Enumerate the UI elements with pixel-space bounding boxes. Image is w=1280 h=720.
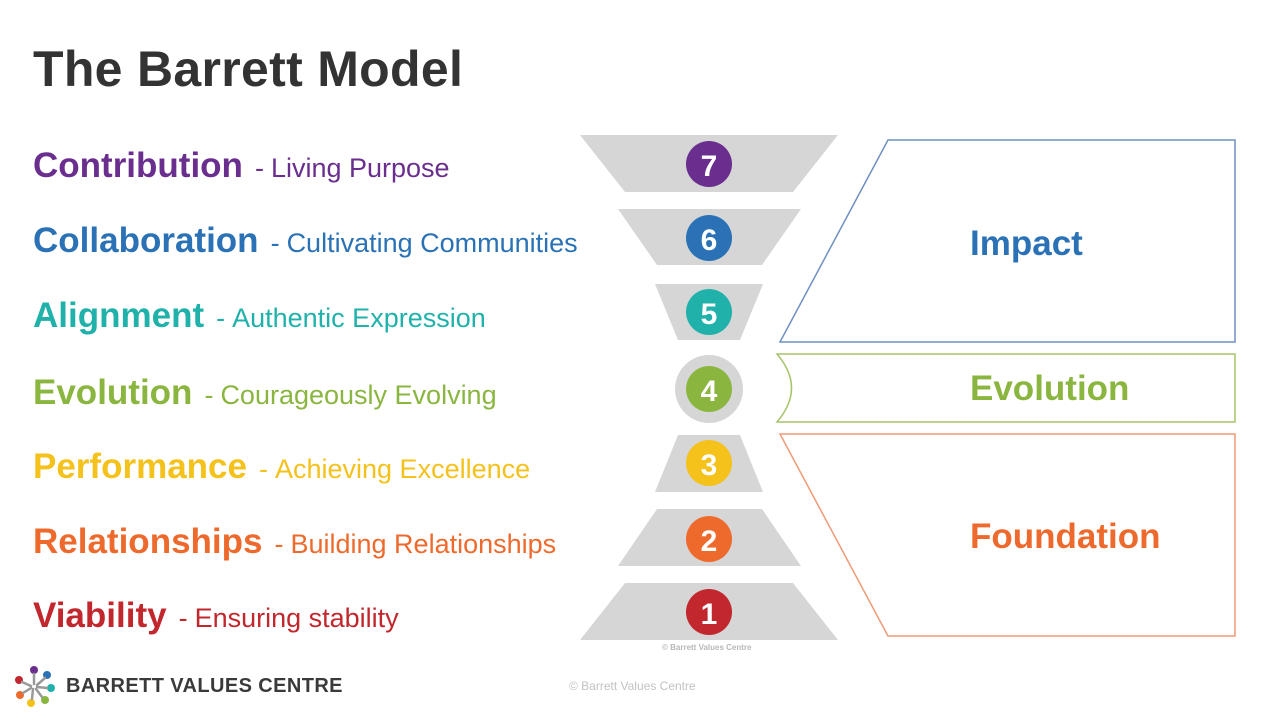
level-name: Viability (33, 596, 167, 635)
diagram-copyright: © Barrett Values Centre (662, 643, 752, 652)
level-2-number: 2 (701, 525, 718, 558)
level-row-viability: Viability - Ensuring stability (33, 596, 399, 636)
level-row-performance: Performance - Achieving Excellence (33, 447, 530, 487)
impact-bracket (778, 139, 1236, 343)
level-separator: - (254, 153, 264, 183)
level-separator: - (204, 380, 214, 410)
level-row-alignment: Alignment - Authentic Expression (33, 296, 486, 336)
level-separator: - (216, 303, 226, 333)
foundation-label: Foundation (970, 517, 1161, 556)
level-6-number: 6 (701, 224, 718, 257)
level-name: Contribution (33, 146, 243, 185)
level-4-badge (686, 366, 732, 412)
level-name: Collaboration (33, 221, 259, 260)
level-description: Building Relationships (290, 529, 557, 559)
level-name: Evolution (33, 373, 193, 412)
level-row-collaboration: Collaboration - Cultivating Communities (33, 221, 578, 261)
level-7-badge (686, 141, 732, 187)
level-separator: - (274, 529, 284, 559)
level-row-relationships: Relationships - Building Relationships (33, 522, 556, 562)
evolution-label: Evolution (970, 369, 1130, 408)
level-7-number: 7 (701, 150, 718, 183)
brand-logo: BARRETT VALUES CENTRE (12, 664, 343, 708)
level-1-badge (686, 589, 732, 635)
level-separator: - (270, 228, 280, 258)
level-2-badge (686, 516, 732, 562)
level-description: Courageously Evolving (220, 380, 497, 410)
level-description: Achieving Excellence (274, 454, 531, 484)
page-title: The Barrett Model (33, 41, 464, 97)
level-row-evolution: Evolution - Courageously Evolving (33, 373, 497, 413)
evolution-bracket (775, 353, 1236, 423)
level-5-badge (686, 289, 732, 335)
level-name: Performance (33, 447, 247, 486)
brand-name: BARRETT VALUES CENTRE (66, 674, 343, 697)
level-1-number: 1 (701, 598, 718, 631)
level-description: Living Purpose (270, 153, 450, 183)
level-separator: - (258, 454, 268, 484)
level-description: Ensuring stability (194, 603, 399, 633)
level-3-number: 3 (701, 449, 718, 482)
level-6-badge (686, 215, 732, 261)
level-description: Cultivating Communities (286, 228, 578, 258)
footer-copyright: © Barrett Values Centre (569, 679, 696, 693)
level-row-contribution: Contribution - Living Purpose (33, 146, 450, 186)
foundation-bracket (778, 433, 1236, 637)
level-name: Relationships (33, 522, 263, 561)
level-5-number: 5 (701, 298, 718, 331)
level-3-badge (686, 440, 732, 486)
impact-label: Impact (970, 224, 1083, 263)
level-name: Alignment (33, 296, 205, 335)
level-4-number: 4 (701, 375, 718, 408)
level-description: Authentic Expression (232, 303, 486, 333)
barrett-logo-icon (15, 666, 55, 707)
level-separator: - (178, 603, 188, 633)
